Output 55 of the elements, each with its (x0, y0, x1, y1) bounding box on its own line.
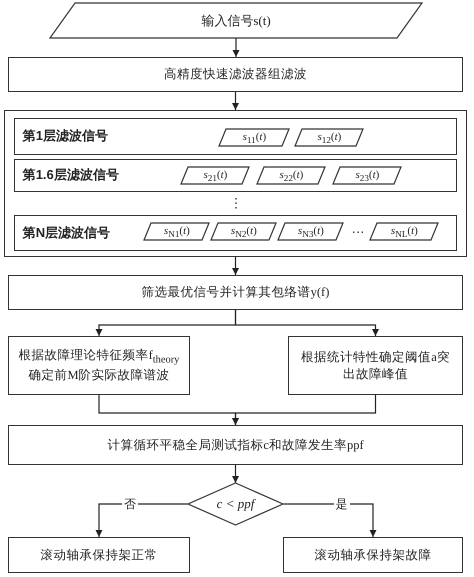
arrow (283, 503, 376, 537)
row-box (14, 214, 457, 251)
input-parallelogram (50, 3, 422, 38)
arrow (234, 310, 379, 336)
row-label: 第1层滤波信号 (22, 127, 108, 146)
signal-parallelogram (257, 167, 326, 184)
signal-label: s$_{N3}$(t) (298, 224, 324, 240)
vertical-ellipsis: ⋮ (230, 196, 242, 210)
signal-label: s$_{NL}$(t) (390, 224, 418, 240)
signal-parallelogram (219, 129, 290, 146)
signal-parallelogram (295, 129, 364, 146)
row-box (14, 118, 457, 155)
process-box (8, 275, 463, 310)
arrow (96, 503, 188, 537)
signal-parallelogram (211, 223, 276, 240)
arrow (232, 395, 376, 425)
signal-label: s$_{N1}$(t) (164, 224, 190, 240)
signal-label: s$_{N2}$(t) (230, 224, 257, 240)
process-text: 根据故障理论特征频率f$_{theory}$确定前M阶实际故障谱波 (18, 346, 180, 384)
arrow (232, 92, 239, 110)
arrow (232, 38, 240, 57)
decision-diamond (188, 483, 283, 525)
input-text: 输入信号s(t) (201, 12, 271, 30)
arrow (232, 465, 239, 483)
signal-parallelogram (370, 223, 438, 240)
process-box (8, 336, 190, 395)
process-box (8, 425, 463, 465)
process-box (288, 336, 463, 395)
process-text: 滚动轴承保持架正常 (40, 546, 158, 564)
horizontal-ellipsis: ··· (352, 226, 364, 238)
process-box (8, 537, 190, 573)
process-box (8, 57, 463, 92)
signal-parallelogram (181, 167, 250, 184)
process-text: 筛选最优信号并计算其包络谱y(f) (140, 284, 330, 301)
process-text: 计算循环平稳全局测试指标c和故障发生率ppf (106, 436, 365, 454)
edge-label: 是 (334, 498, 350, 510)
row-label: 第1.6层滤波信号 (22, 166, 119, 184)
signal-label: s$_{23}$(t) (355, 168, 380, 184)
condition-text: c < ppf (216, 495, 254, 513)
process-text: 滚动轴承保持架故障 (314, 546, 432, 564)
process-text: 根据统计特性确定阈值a突出故障峰值 (300, 348, 451, 382)
process-box (283, 537, 463, 573)
signal-parallelogram (278, 223, 344, 240)
signal-label: s$_{11}$(t) (242, 130, 266, 146)
signal-label: s$_{21}$(t) (203, 168, 228, 184)
process-text: 高精度快速滤波器组滤波 (163, 66, 308, 83)
edge-label: 否 (122, 498, 138, 510)
group-box (4, 110, 467, 257)
signal-parallelogram (333, 167, 402, 184)
row-box (14, 158, 457, 192)
arrow (232, 257, 239, 275)
signal-parallelogram (144, 223, 210, 240)
signal-label: s$_{22}$(t) (279, 168, 304, 184)
signal-label: s$_{12}$(t) (317, 130, 342, 146)
row-label: 第N层滤波信号 (22, 224, 110, 242)
